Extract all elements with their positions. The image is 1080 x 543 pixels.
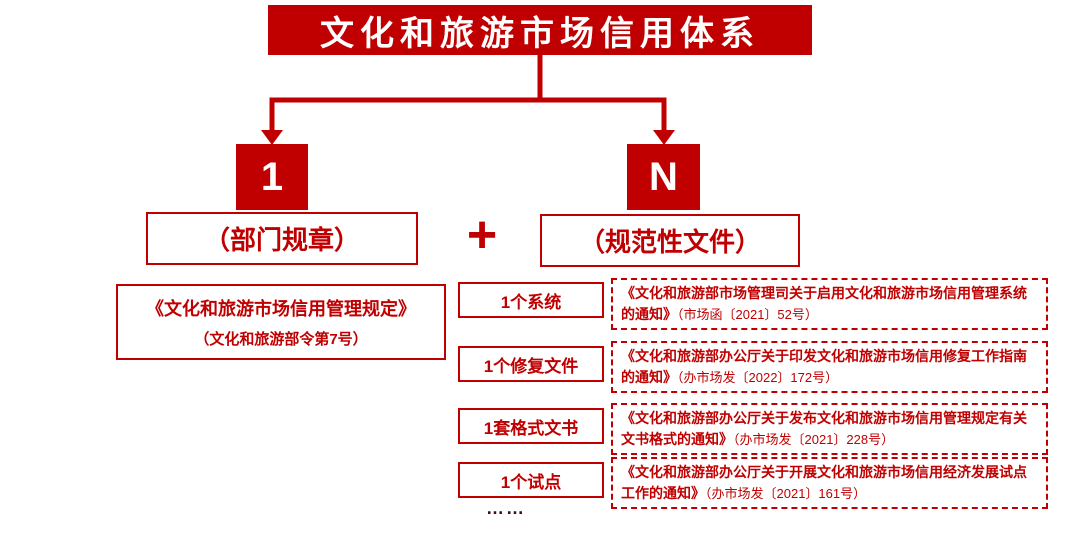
category-box-regulation: （部门规章） — [146, 212, 418, 265]
regulation-doc-title: 《文化和旅游市场信用管理规定》 — [146, 299, 416, 319]
node-count-1-label: 1 — [260, 154, 284, 199]
plus-sign: + — [466, 206, 498, 264]
item-detail-text: 《文化和旅游部办公厅关于开展文化和旅游市场信用经济发展试点工作的通知》（办市场发… — [621, 462, 1038, 504]
node-count-n-label: N — [649, 154, 678, 199]
node-count-1: 1 — [236, 144, 308, 210]
ellipsis-more: …… — [486, 498, 526, 518]
item-doc-title: 《文化和旅游部办公厅关于发布文化和旅游市场信用管理规定有关文书格式的通知》 — [621, 410, 1027, 447]
item-detail-box-repair: 《文化和旅游部办公厅关于印发文化和旅游市场信用修复工作指南的通知》（办市场发〔2… — [611, 341, 1048, 393]
item-doc-title: 《文化和旅游部市场管理司关于启用文化和旅游市场信用管理系统的通知》 — [621, 285, 1027, 322]
item-detail-box-format: 《文化和旅游部办公厅关于发布文化和旅游市场信用管理规定有关文书格式的通知》（办市… — [611, 403, 1048, 455]
regulation-doc-ref: （文化和旅游部令第7号） — [194, 331, 368, 348]
page-title: 文化和旅游市场信用体系 — [320, 14, 760, 53]
item-doc-title: 《文化和旅游部办公厅关于开展文化和旅游市场信用经济发展试点工作的通知》 — [621, 464, 1027, 501]
item-detail-text: 《文化和旅游部办公厅关于发布文化和旅游市场信用管理规定有关文书格式的通知》（办市… — [621, 408, 1038, 450]
category-regulation-label: （部门规章） — [203, 225, 360, 255]
item-detail-box-system: 《文化和旅游部市场管理司关于启用文化和旅游市场信用管理系统的通知》（市场函〔20… — [611, 278, 1048, 330]
item-detail-text: 《文化和旅游部办公厅关于印发文化和旅游市场信用修复工作指南的通知》（办市场发〔2… — [621, 346, 1038, 388]
item-doc-title: 《文化和旅游部办公厅关于印发文化和旅游市场信用修复工作指南的通知》 — [621, 348, 1027, 385]
item-doc-ref: （办市场发〔2022〕172号） — [677, 370, 839, 385]
item-doc-ref: （市场函〔2021〕52号） — [677, 307, 818, 322]
arrow-down-right-icon — [653, 130, 675, 145]
item-label-box-pilot: 1个试点 — [458, 462, 604, 498]
node-count-n: N — [627, 144, 700, 210]
item-label-box-format: 1套格式文书 — [458, 408, 604, 444]
arrow-down-left-icon — [261, 130, 283, 145]
item-doc-ref: （办市场发〔2021〕161号） — [705, 486, 867, 501]
item-label-box-repair: 1个修复文件 — [458, 346, 604, 382]
item-detail-text: 《文化和旅游部市场管理司关于启用文化和旅游市场信用管理系统的通知》（市场函〔20… — [621, 283, 1038, 325]
category-box-normative: （规范性文件） — [540, 214, 800, 267]
item-doc-ref: （办市场发〔2021〕228号） — [733, 432, 895, 447]
category-normative-label: （规范性文件） — [578, 227, 761, 257]
item-label-box-system: 1个系统 — [458, 282, 604, 318]
diagram-title-banner: 文化和旅游市场信用体系 — [268, 5, 812, 55]
regulation-doc-box: 《文化和旅游市场信用管理规定》 （文化和旅游部令第7号） — [116, 284, 446, 360]
item-detail-box-pilot: 《文化和旅游部办公厅关于开展文化和旅游市场信用经济发展试点工作的通知》（办市场发… — [611, 457, 1048, 509]
